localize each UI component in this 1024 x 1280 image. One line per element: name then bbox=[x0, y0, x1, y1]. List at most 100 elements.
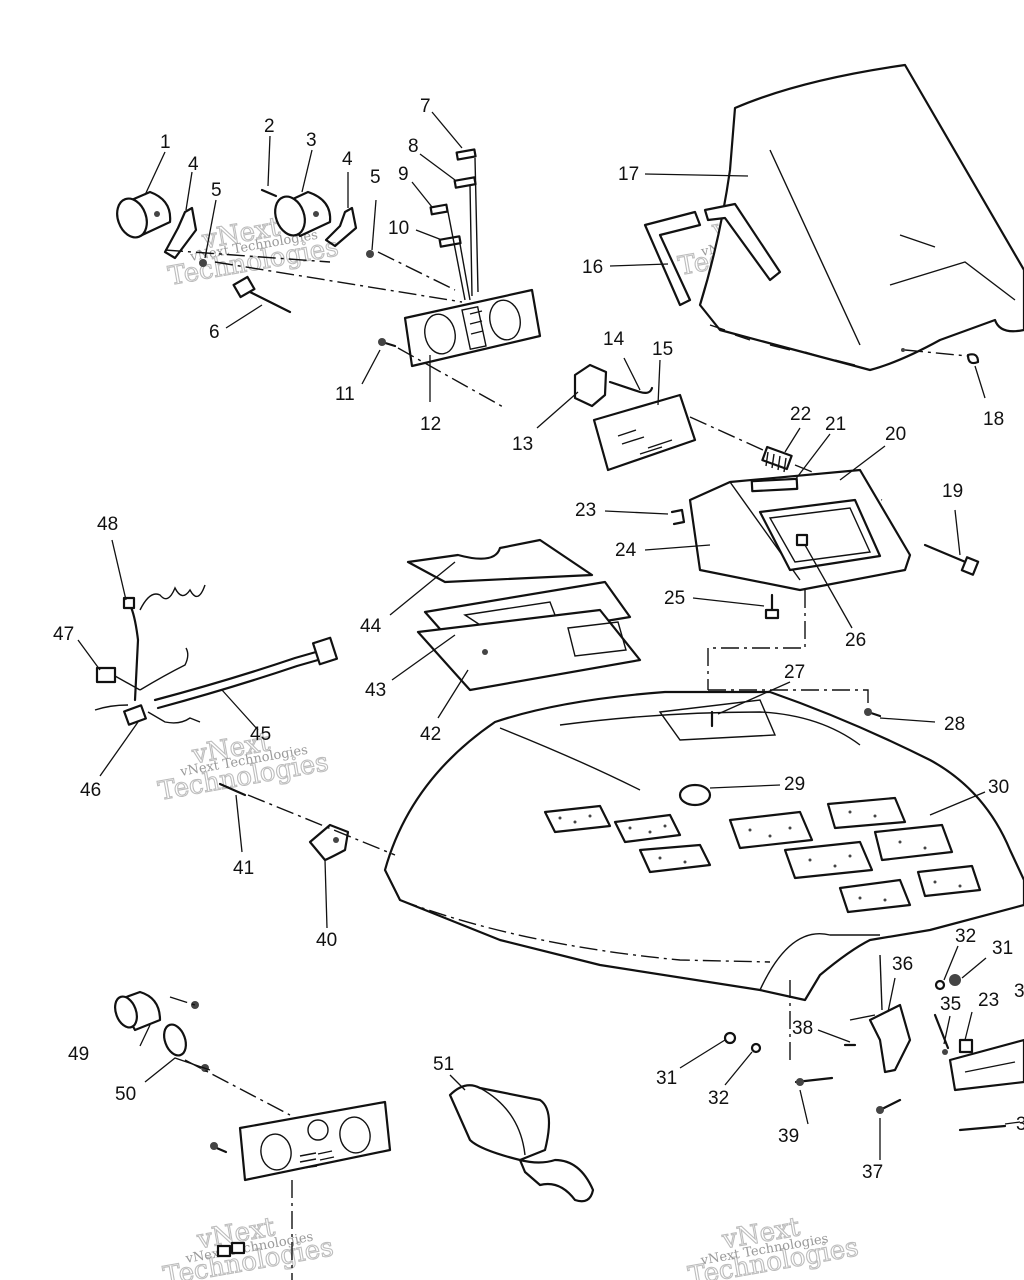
callout-10: 10 bbox=[388, 218, 409, 239]
callout-24: 24 bbox=[615, 540, 637, 561]
callout-4: 4 bbox=[342, 149, 353, 170]
instrument-panel-12 bbox=[403, 288, 542, 368]
callout-27: 27 bbox=[784, 662, 805, 683]
callout-15: 15 bbox=[652, 339, 673, 360]
screw-3-edge bbox=[958, 1124, 1007, 1132]
callout-19: 19 bbox=[942, 481, 963, 502]
callout-7: 7 bbox=[420, 96, 431, 117]
clip-23 bbox=[670, 508, 686, 526]
headlight-13-15 bbox=[573, 363, 697, 472]
nut-31 bbox=[949, 974, 961, 986]
callout-23: 23 bbox=[575, 500, 596, 521]
nut-31-lower bbox=[723, 1031, 737, 1045]
assembly-line bbox=[707, 590, 806, 690]
callout-3-edge: 3 bbox=[1016, 1114, 1024, 1135]
callout-11: 11 bbox=[335, 384, 355, 405]
callout-35: 35 bbox=[940, 994, 961, 1015]
callout-25: 25 bbox=[664, 588, 685, 609]
callout-42: 42 bbox=[420, 724, 441, 745]
callout-31: 31 bbox=[992, 938, 1013, 959]
assembly-line bbox=[214, 261, 463, 303]
callout-43: 43 bbox=[365, 680, 386, 701]
assembly-line bbox=[904, 349, 969, 357]
headlight-housing-24 bbox=[670, 468, 912, 592]
bracket-4b bbox=[324, 206, 358, 248]
grommet-29 bbox=[678, 783, 712, 807]
callout-17: 17 bbox=[618, 164, 639, 185]
callout-5: 5 bbox=[211, 180, 222, 201]
callout-36: 36 bbox=[892, 954, 913, 975]
callout-28: 28 bbox=[944, 714, 965, 735]
callout-3: 3 bbox=[306, 130, 317, 151]
pads-42-44 bbox=[406, 538, 642, 692]
callout-39: 39 bbox=[778, 1126, 799, 1147]
callout-38: 38 bbox=[792, 1018, 813, 1039]
callout-5: 5 bbox=[370, 167, 381, 188]
callout-48: 48 bbox=[97, 514, 118, 535]
callout-49: 49 bbox=[68, 1044, 89, 1065]
gauge-3 bbox=[274, 190, 332, 238]
callout-47: 47 bbox=[53, 624, 74, 645]
screw-2 bbox=[260, 188, 278, 198]
clip-35 bbox=[933, 1013, 950, 1050]
instrument-panel-lower bbox=[238, 1100, 392, 1182]
callout-32: 32 bbox=[955, 926, 976, 947]
assembly-line bbox=[377, 251, 456, 291]
hood-30 bbox=[383, 690, 1024, 1002]
clip-26 bbox=[795, 533, 809, 547]
callout-13: 13 bbox=[512, 434, 533, 455]
callout-41: 41 bbox=[233, 858, 254, 879]
assembly-line bbox=[708, 689, 869, 708]
spring-22 bbox=[761, 445, 793, 473]
callout-18: 18 bbox=[983, 409, 1004, 430]
indicator-lights bbox=[429, 148, 479, 301]
clip-23-lower bbox=[958, 1038, 974, 1054]
callout-4: 4 bbox=[188, 154, 199, 175]
nut-5a bbox=[199, 259, 207, 267]
assembly-line bbox=[247, 794, 396, 856]
callout-12: 12 bbox=[420, 414, 441, 435]
callout-20: 20 bbox=[885, 424, 906, 445]
switch-lower bbox=[216, 1244, 232, 1258]
washer-32 bbox=[934, 979, 946, 991]
wire-harness-45 bbox=[94, 584, 339, 726]
callout-16: 16 bbox=[582, 257, 603, 278]
pad-42 bbox=[416, 608, 642, 692]
callout-labels: 1 2 3 4 4 5 5 6 7 8 9 10 11 12 13 14 15 … bbox=[53, 96, 1024, 1183]
callout-22: 22 bbox=[790, 404, 811, 425]
callout-50: 50 bbox=[115, 1084, 136, 1105]
windshield-17 bbox=[698, 63, 1024, 372]
callout-9: 9 bbox=[398, 164, 409, 185]
windshield-trim-16 bbox=[643, 202, 782, 307]
mirror-51 bbox=[448, 1084, 595, 1203]
insulation-44 bbox=[406, 538, 594, 584]
callout-30: 30 bbox=[988, 777, 1009, 798]
connector-48 bbox=[122, 596, 136, 610]
callout-8: 8 bbox=[408, 136, 419, 157]
callout-6: 6 bbox=[209, 322, 220, 343]
hinge-36 bbox=[849, 954, 912, 1074]
assembly-line bbox=[164, 249, 331, 263]
callout-29: 29 bbox=[784, 774, 805, 795]
callout-46: 46 bbox=[80, 780, 101, 801]
assembly-line bbox=[397, 347, 506, 409]
decal-21 bbox=[750, 477, 799, 493]
callout-2: 2 bbox=[264, 116, 275, 137]
rivet-18 bbox=[966, 353, 980, 365]
callout-23: 23 bbox=[978, 990, 999, 1011]
bracket-4a bbox=[163, 206, 198, 260]
callout-1: 1 bbox=[160, 132, 171, 153]
connector-46 bbox=[123, 704, 147, 726]
assembly-line bbox=[689, 416, 764, 451]
nut-5b bbox=[366, 250, 374, 258]
callout-44: 44 bbox=[360, 616, 382, 637]
callout-31: 31 bbox=[656, 1068, 677, 1089]
callout-32: 32 bbox=[708, 1088, 729, 1109]
callout-3-edge: 3 bbox=[1014, 981, 1024, 1002]
callout-37: 37 bbox=[862, 1162, 883, 1183]
callout-40: 40 bbox=[316, 930, 337, 951]
tail-part bbox=[948, 1038, 1024, 1092]
gauge-cluster-top bbox=[116, 148, 542, 409]
callout-26: 26 bbox=[845, 630, 866, 651]
